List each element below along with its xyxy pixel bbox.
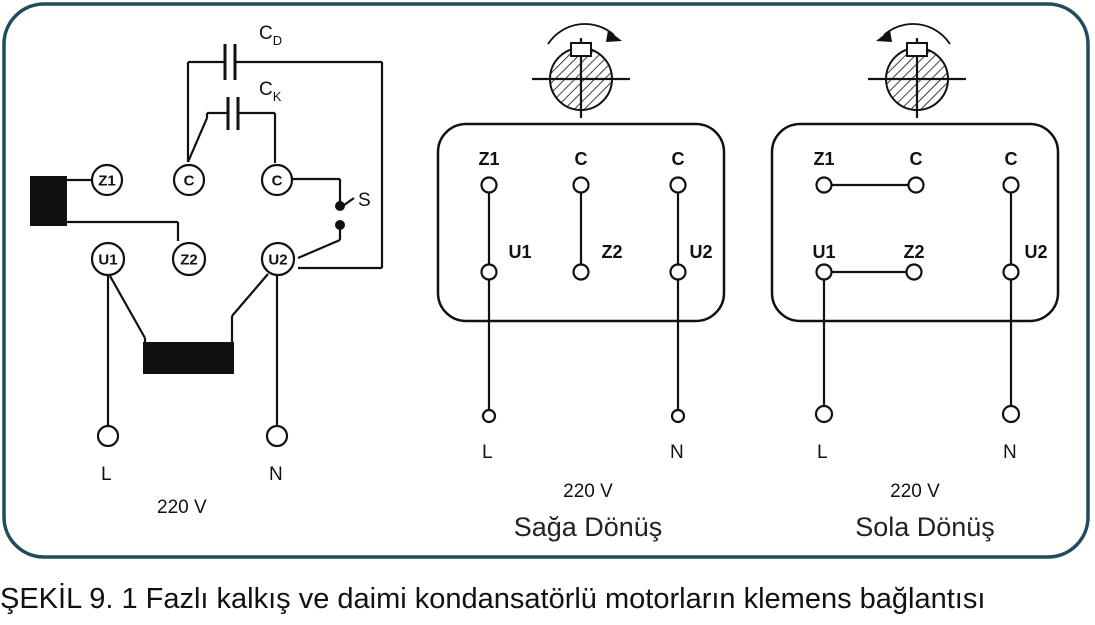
capacitor-cd-label: CD <box>259 23 282 48</box>
terminal-c-left: C <box>172 163 206 197</box>
label-c-right: C <box>672 149 685 169</box>
terminal-u2: U2 <box>260 241 296 277</box>
terminal-box <box>770 122 1060 323</box>
centrifugal-switch: S <box>293 177 371 260</box>
capacitor-ck-label: CK <box>259 79 282 104</box>
svg-text:Z1: Z1 <box>98 173 116 190</box>
terminal-u1: U1 <box>90 241 126 277</box>
rotation-clockwise-icon <box>532 23 630 118</box>
terminal-z1: Z1 <box>90 163 124 197</box>
line-n-terminal <box>670 408 686 424</box>
svg-text:U2: U2 <box>268 252 287 269</box>
label-c-left: C <box>575 149 588 169</box>
line-n-label: N <box>1003 442 1017 463</box>
line-n-terminal <box>265 424 289 448</box>
label-u1: U1 <box>508 242 531 262</box>
line-l-label: L <box>817 442 828 463</box>
voltage-label: 220 V <box>157 497 207 518</box>
label-u2: U2 <box>689 242 712 262</box>
line-l-terminal <box>814 404 834 424</box>
label-z2: Z2 <box>903 242 924 262</box>
label-c-left: C <box>910 149 923 169</box>
capacitor-ck: CK <box>186 79 282 163</box>
voltage-label: 220 V <box>563 481 613 502</box>
direction-label: Sola Dönüş <box>855 512 995 542</box>
label-z1: Z1 <box>478 149 499 169</box>
terminal-c-right: C <box>260 163 294 197</box>
rotation-counterclockwise-icon <box>868 23 966 118</box>
voltage-label: 220 V <box>890 481 940 502</box>
capacitor-cd: CD <box>186 23 384 270</box>
line-l-terminal <box>96 424 120 448</box>
left-rotation-diagram: Z1 C C U1 Z2 U2 L N 220 V Sola Dönüş <box>770 23 1060 542</box>
line-l-terminal <box>481 408 497 424</box>
line-l-label: L <box>101 464 112 485</box>
diagram-canvas: CD CK S <box>2 2 1090 559</box>
auxiliary-winding <box>30 176 67 226</box>
figure-caption: ŞEKİL 9. 1 Fazlı kalkış ve daimi kondans… <box>0 583 986 615</box>
line-l-label: L <box>482 442 493 463</box>
label-u1: U1 <box>812 242 835 262</box>
svg-text:C: C <box>272 173 283 190</box>
svg-text:C: C <box>184 173 195 190</box>
svg-text:Z2: Z2 <box>180 252 198 269</box>
svg-text:U1: U1 <box>98 252 117 269</box>
label-z1: Z1 <box>813 149 834 169</box>
terminal-box <box>436 122 726 323</box>
terminal-z2: Z2 <box>171 241 207 277</box>
outer-frame <box>2 2 1090 559</box>
line-n-label: N <box>670 442 684 463</box>
line-n-terminal <box>1001 404 1021 424</box>
switch-label: S <box>358 190 371 211</box>
label-u2: U2 <box>1024 242 1047 262</box>
main-winding <box>143 342 234 374</box>
line-n-label: N <box>269 464 283 485</box>
capacitor-connection-diagram: CD CK S <box>30 23 384 518</box>
label-c-right: C <box>1005 149 1018 169</box>
direction-label: Sağa Dönüş <box>514 512 663 542</box>
label-z2: Z2 <box>601 242 622 262</box>
right-rotation-diagram: Z1 C C U1 Z2 U2 L N 220 V Sağa Dönüş <box>436 23 726 542</box>
